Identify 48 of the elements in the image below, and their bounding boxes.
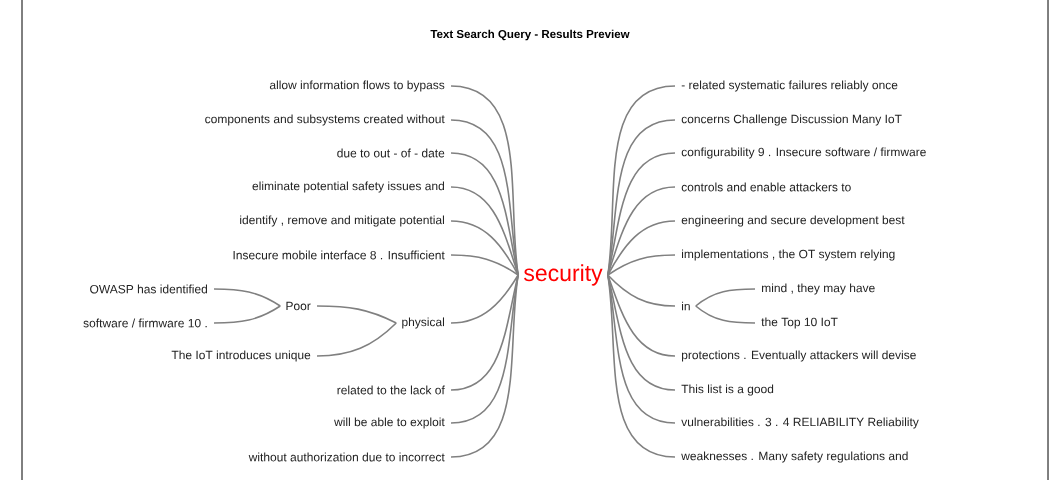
connector-curve xyxy=(316,322,398,357)
word-branch: vulnerabilities . 3 . 4 RELIABILITY Reliability xyxy=(681,417,919,429)
connector-curve xyxy=(694,305,756,324)
word-branch: will be able to exploit xyxy=(334,417,445,429)
word-branch: related to the lack of xyxy=(337,385,445,395)
word-branch: allow information flows to bypass xyxy=(269,80,445,92)
connector-curve xyxy=(607,119,676,276)
word-branch: identify , remove and mitigate potential xyxy=(240,215,444,227)
connector-curve xyxy=(316,305,398,324)
connector-curve xyxy=(450,119,519,276)
word-branch: concerns Challenge Discussion Many IoT xyxy=(681,114,902,126)
connector-curve xyxy=(213,305,282,324)
connector-curve xyxy=(450,274,519,458)
word-branch: weaknesses . Many safety regulations and xyxy=(681,451,908,463)
connector-curve xyxy=(694,288,756,307)
word-branch: configurability 9 . Insecure software / firmware xyxy=(681,147,926,159)
word-branch: engineering and secure development best xyxy=(681,215,905,227)
word-branch: OWASP has identified xyxy=(90,284,207,294)
word-branch: Poor xyxy=(286,301,311,311)
word-branch: This list is a good xyxy=(681,384,774,396)
word-branch: mind , they may have xyxy=(762,283,875,295)
word-branch: due to out - of - date xyxy=(337,148,445,158)
word-branch: in xyxy=(682,301,690,311)
connector-curve xyxy=(607,186,676,276)
word-branch: the Top 10 IoT xyxy=(761,317,838,329)
connector-curve xyxy=(607,274,676,458)
connector-curve xyxy=(450,254,519,276)
word-branch: eliminate potential safety issues and xyxy=(252,181,444,193)
word-branch: software / firmware 10 . xyxy=(83,318,207,328)
root-word: security xyxy=(524,264,603,286)
connector-curve xyxy=(607,274,676,307)
connector-curve xyxy=(450,274,519,324)
word-branch: without authorization due to incorrect xyxy=(248,452,445,462)
word-branch: The IoT introduces unique xyxy=(171,350,311,362)
connector-curve xyxy=(450,186,519,276)
connector-curve xyxy=(607,254,676,276)
word-branch: implementations , the OT system relying xyxy=(682,249,895,261)
connector-curve xyxy=(607,274,676,357)
word-branch: - related systematic failures reliably once xyxy=(681,80,898,92)
connector-curve xyxy=(450,220,519,276)
connector-curve xyxy=(607,220,676,276)
word-branch: physical xyxy=(402,317,444,329)
title: Text Search Query - Results Preview xyxy=(430,29,630,41)
word-branch: Insecure mobile interface 8 . Insufficient xyxy=(233,250,445,260)
word-branch: components and subsystems created without xyxy=(205,114,445,126)
word-branch: protections . Eventually attackers will devise xyxy=(682,350,916,362)
word-branch: controls and enable attackers to xyxy=(681,182,851,192)
connector-curve xyxy=(213,288,282,307)
